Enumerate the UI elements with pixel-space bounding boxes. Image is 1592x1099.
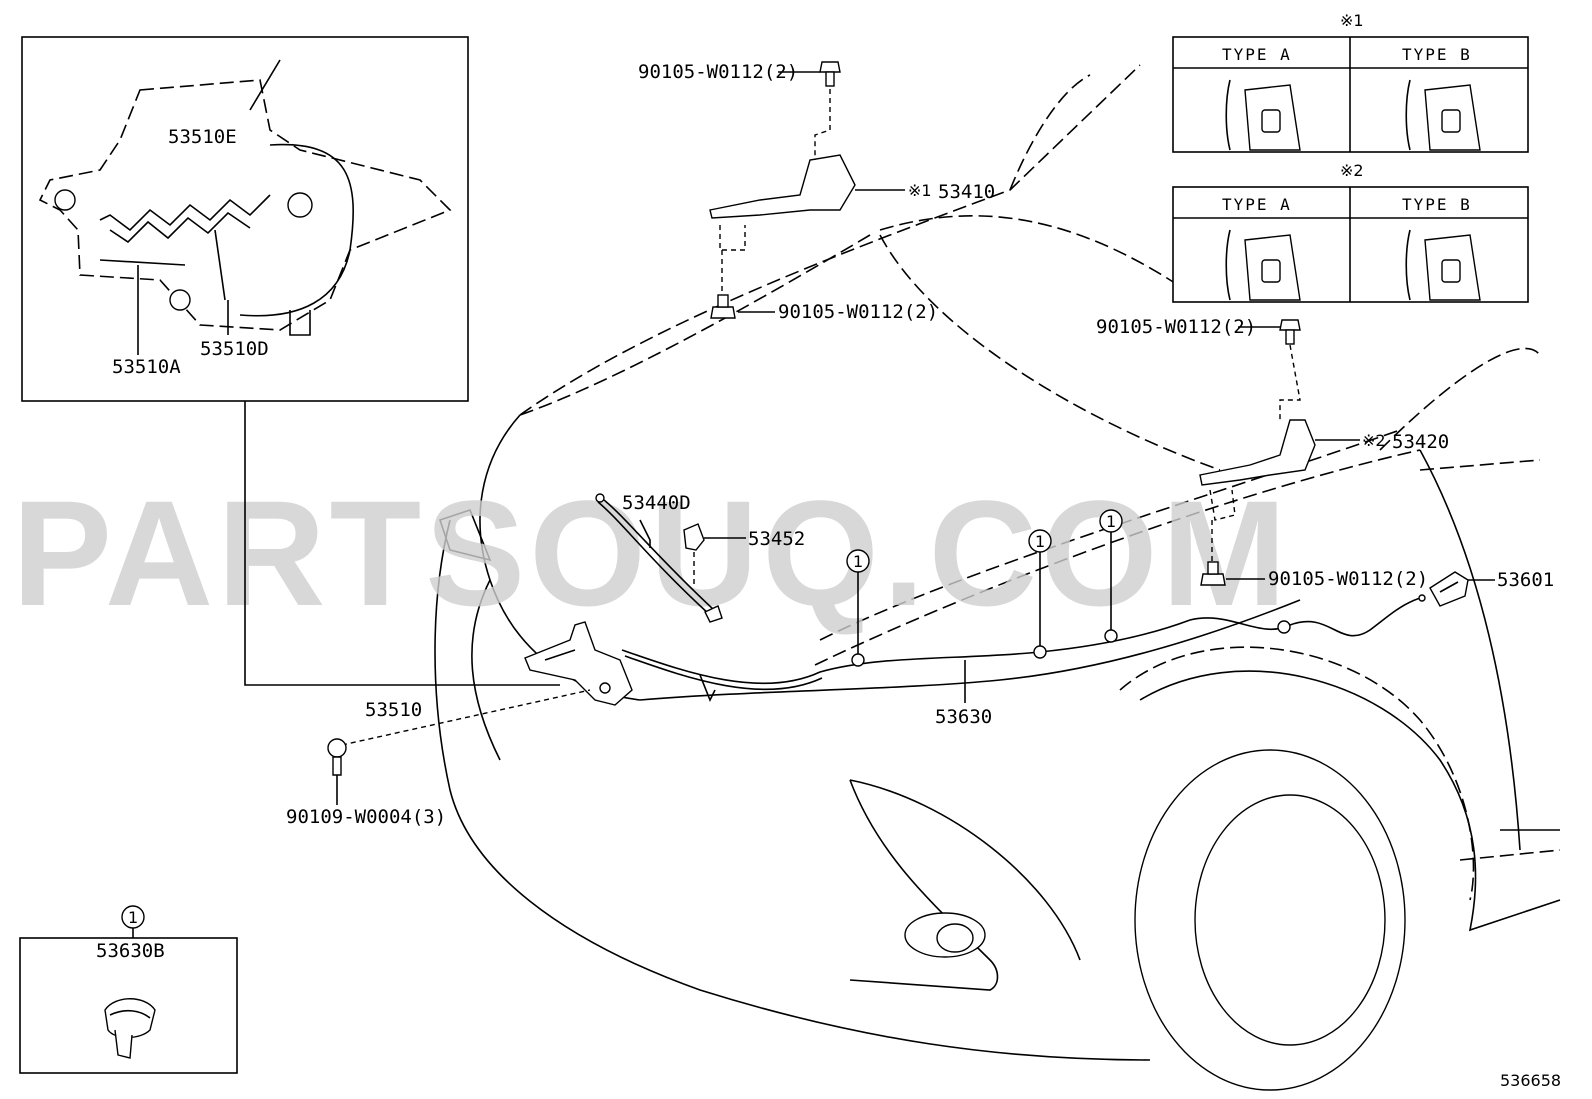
hood-hinge-left: ※1 53410	[709, 80, 995, 300]
svg-text:1: 1	[1035, 532, 1045, 551]
note2-type-a: TYPE A	[1222, 195, 1292, 214]
label-bolt-right-low: 90105-W0112(2)	[1268, 568, 1428, 590]
clip-marker-2: 1	[1028, 529, 1052, 659]
watermark-text: PARTSOUQ.COM	[12, 469, 1291, 637]
label-53510E: 53510E	[168, 126, 237, 148]
bolt-hood-lock: 90109-W0004(3)	[286, 738, 446, 828]
car-body-outline	[434, 64, 1561, 1091]
inset-clip-53630B: 1 53630B	[19, 905, 238, 1074]
type-table-note1: ※1 TYPE A TYPE B	[1172, 11, 1529, 153]
hood-hinge-right: ※2 53420	[1199, 344, 1449, 568]
label-bolt-top: 90105-W0112(2)	[638, 61, 798, 83]
leader-inset-to-lock	[244, 401, 560, 686]
label-53410: 53410	[938, 181, 995, 203]
release-lever-53601: 53601	[1429, 569, 1554, 607]
clip-marker-1: 1	[846, 549, 870, 667]
note1-type-a: TYPE A	[1222, 45, 1292, 64]
svg-text:1: 1	[1106, 512, 1116, 531]
hood-rod-53440D: 53440D	[595, 492, 723, 623]
label-53420-mark: ※2	[1362, 431, 1386, 450]
bolt-right-lower: 90105-W0112(2)	[1200, 561, 1428, 590]
cable-clip-markers: 1 1 1	[846, 509, 1123, 667]
label-53601: 53601	[1497, 569, 1554, 591]
hood-cushion-53452: 53452	[683, 523, 805, 585]
label-53420: 53420	[1392, 431, 1449, 453]
release-cable-53630: 53630	[621, 594, 1426, 728]
label-53510: 53510	[365, 699, 422, 721]
label-bolt-right-top: 90105-W0112(2)	[1096, 316, 1256, 338]
hood-lock-53510: 53510	[341, 621, 633, 746]
svg-text:1: 1	[853, 552, 863, 571]
type-table-note2: ※2 TYPE A TYPE B	[1172, 161, 1529, 303]
bolt-hinge-lower-left: 90105-W0112(2)	[710, 294, 938, 323]
bolt-hinge-top: 90105-W0112(2)	[638, 61, 841, 87]
diagram-id: 536658	[1500, 1071, 1561, 1090]
label-53510A: 53510A	[112, 356, 181, 378]
label-53630B: 53630B	[96, 940, 165, 962]
inset-clip-marker: 1	[128, 908, 138, 927]
inset-hood-lock-detail: 53510E 53510A 53510D	[21, 36, 469, 402]
bolt-right-top: 90105-W0112(2)	[1096, 316, 1301, 345]
label-53630: 53630	[935, 706, 992, 728]
label-53452: 53452	[748, 528, 805, 550]
note2-mark: ※2	[1340, 161, 1364, 180]
note1-mark: ※1	[1340, 11, 1364, 30]
label-bolt-hinge-left: 90105-W0112(2)	[778, 301, 938, 323]
label-53410-mark: ※1	[908, 181, 932, 200]
clip-marker-3: 1	[1099, 509, 1123, 643]
note1-type-b: TYPE B	[1402, 45, 1472, 64]
note2-type-b: TYPE B	[1402, 195, 1472, 214]
label-53510D: 53510D	[200, 338, 269, 360]
label-53440D: 53440D	[622, 492, 691, 514]
label-bolt-lock: 90109-W0004(3)	[286, 806, 446, 828]
